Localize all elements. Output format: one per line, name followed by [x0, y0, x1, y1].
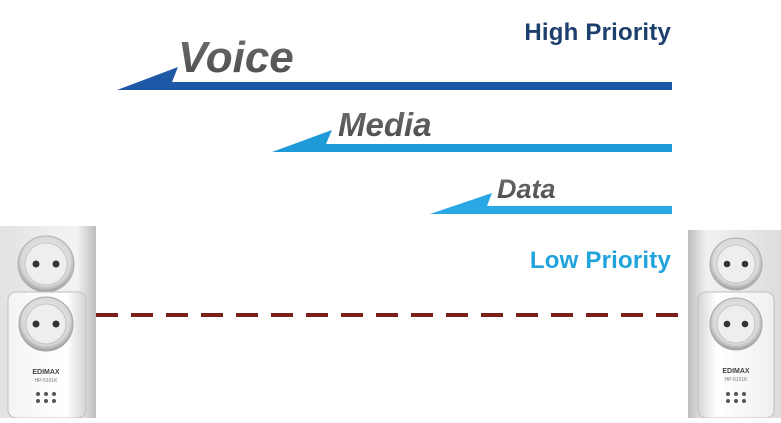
stream-data-arrow — [430, 193, 672, 214]
status-leds — [726, 392, 746, 403]
stream-voice-label: Voice — [178, 33, 294, 82]
device-model-label: HP-5101K — [34, 378, 58, 384]
stream-media: Media — [272, 106, 672, 152]
low-priority-label: Low Priority — [529, 247, 671, 274]
status-leds — [36, 392, 56, 403]
stream-voice-arrow — [117, 67, 672, 90]
device-model-label: HP-5101K — [724, 377, 748, 383]
device-brand-label: EDIMAX — [32, 369, 60, 376]
powerline-adapter-right: EDIMAX HP-5101K — [688, 230, 781, 419]
stream-media-label: Media — [338, 106, 432, 143]
stream-data-label: Data — [497, 174, 556, 204]
stream-media-arrow — [272, 130, 672, 152]
high-priority-label: High Priority — [524, 19, 671, 46]
device-brand-label: EDIMAX — [722, 368, 750, 375]
stream-voice: Voice — [117, 33, 672, 90]
powerline-adapter-left: EDIMAX HP-5101K — [0, 226, 96, 419]
stream-data: Data — [430, 174, 672, 214]
